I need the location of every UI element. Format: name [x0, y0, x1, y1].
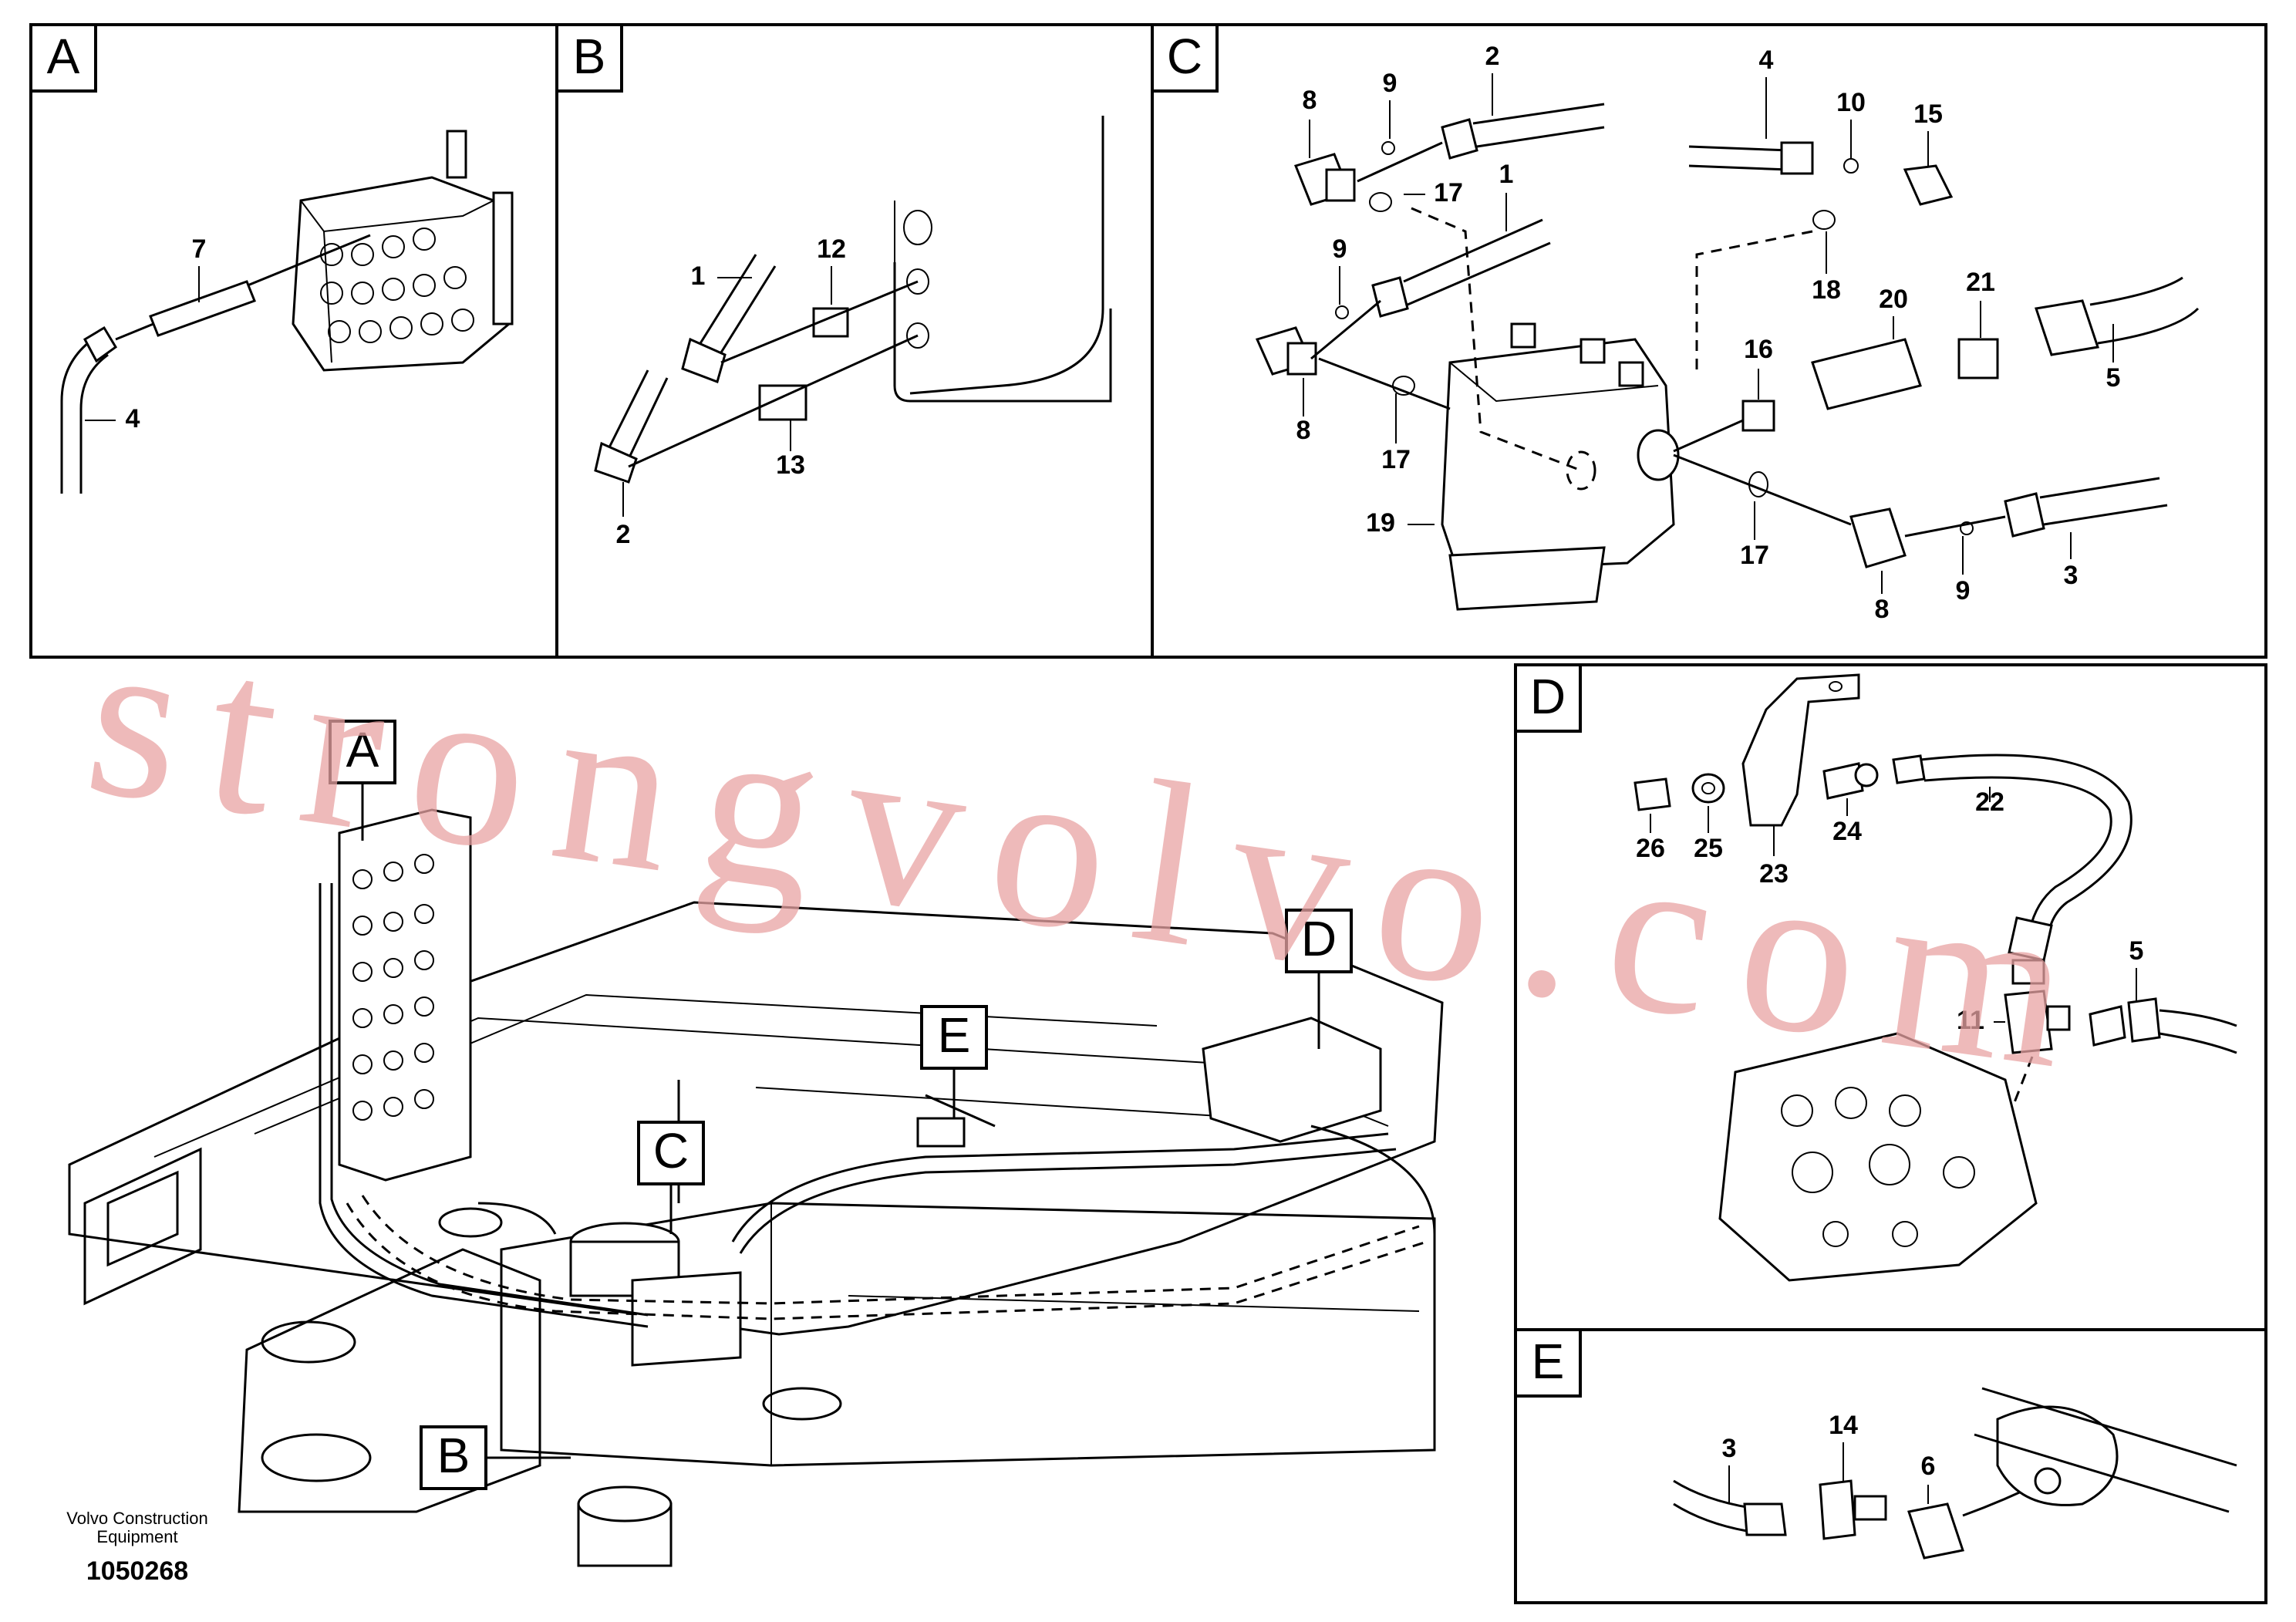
- callout-c-18: 18: [1812, 275, 1841, 305]
- svg-text:C: C: [653, 1123, 689, 1179]
- callout-c-16: 16: [1744, 335, 1773, 364]
- svg-text:E: E: [1532, 1334, 1565, 1389]
- callout-c-1: 1: [1499, 160, 1514, 189]
- callout-c-19: 19: [1366, 508, 1395, 538]
- svg-text:C: C: [1167, 29, 1202, 84]
- svg-text:D: D: [1530, 669, 1566, 724]
- callout-c-8-top: 8: [1303, 86, 1317, 115]
- callout-c-17-top: 17: [1434, 178, 1463, 207]
- callout-c-8-low: 8: [1875, 595, 1890, 624]
- callout-b-12: 12: [817, 234, 846, 264]
- callout-e-14: 14: [1829, 1411, 1858, 1440]
- callout-c-8-mid: 8: [1296, 416, 1311, 445]
- callout-a-4: 4: [126, 404, 140, 433]
- callout-c-9-low: 9: [1956, 576, 1971, 605]
- callout-d-11: 11: [1957, 1006, 1984, 1035]
- panel-c-letter: C: [1151, 23, 1219, 93]
- panel-b-letter: B: [555, 23, 623, 93]
- panel-d-letter: D: [1514, 663, 1582, 733]
- callout-b-13: 13: [776, 450, 805, 480]
- svg-text:E: E: [938, 1007, 971, 1063]
- callout-e-3: 3: [1722, 1434, 1737, 1463]
- main-callout-b: B: [420, 1425, 487, 1490]
- callout-c-3: 3: [2064, 561, 2079, 590]
- callout-a-7: 7: [192, 234, 207, 264]
- footer-company-line2: Equipment: [96, 1527, 177, 1546]
- svg-text:A: A: [346, 722, 379, 777]
- callout-e-6: 6: [1921, 1452, 1936, 1481]
- panel-e-art: [1673, 1387, 2237, 1560]
- callout-c-2: 2: [1485, 42, 1500, 71]
- panel-c-frame: [1151, 23, 2267, 659]
- callout-c-9-mid: 9: [1333, 234, 1347, 264]
- panel-e-frame: [1514, 1328, 2267, 1604]
- callout-c-10: 10: [1836, 88, 1866, 117]
- callout-c-4: 4: [1759, 46, 1774, 75]
- callout-c-21: 21: [1966, 268, 1995, 297]
- footer-drawing-number: 1050268: [86, 1556, 188, 1586]
- callout-c-17-low: 17: [1740, 541, 1769, 570]
- callout-d-5: 5: [2129, 936, 2144, 966]
- main-callout-c: C: [637, 1121, 705, 1185]
- panel-e-letter: E: [1514, 1328, 1582, 1398]
- callout-d-26: 26: [1636, 834, 1665, 863]
- callout-c-5: 5: [2106, 363, 2121, 393]
- svg-text:B: B: [573, 29, 606, 84]
- panel-b-art: [594, 116, 1112, 517]
- callout-d-24: 24: [1832, 817, 1862, 846]
- callout-b-2: 2: [616, 520, 631, 549]
- panel-a-letter: A: [29, 23, 97, 93]
- callout-b-1: 1: [691, 261, 706, 291]
- callout-c-17-mid: 17: [1381, 445, 1411, 474]
- callout-c-20: 20: [1879, 285, 1908, 314]
- panel-a-art: [60, 130, 514, 494]
- svg-text:B: B: [437, 1428, 470, 1483]
- main-callout-d: D: [1285, 909, 1353, 973]
- callout-d-22: 22: [1975, 787, 2004, 817]
- main-callout-a: A: [329, 720, 396, 784]
- panel-d-art: [1633, 673, 2237, 1282]
- callout-d-23: 23: [1759, 859, 1789, 889]
- footer-company: Volvo Construction: [66, 1509, 207, 1528]
- callout-c-9-top: 9: [1383, 69, 1397, 98]
- callout-c-15: 15: [1913, 99, 1943, 129]
- svg-text:D: D: [1301, 911, 1337, 966]
- main-callout-e: E: [920, 1005, 988, 1070]
- svg-text:A: A: [47, 29, 80, 84]
- panel-b-frame: [555, 23, 1154, 659]
- panel-c-art: [1255, 73, 2200, 611]
- callout-d-25: 25: [1694, 834, 1723, 863]
